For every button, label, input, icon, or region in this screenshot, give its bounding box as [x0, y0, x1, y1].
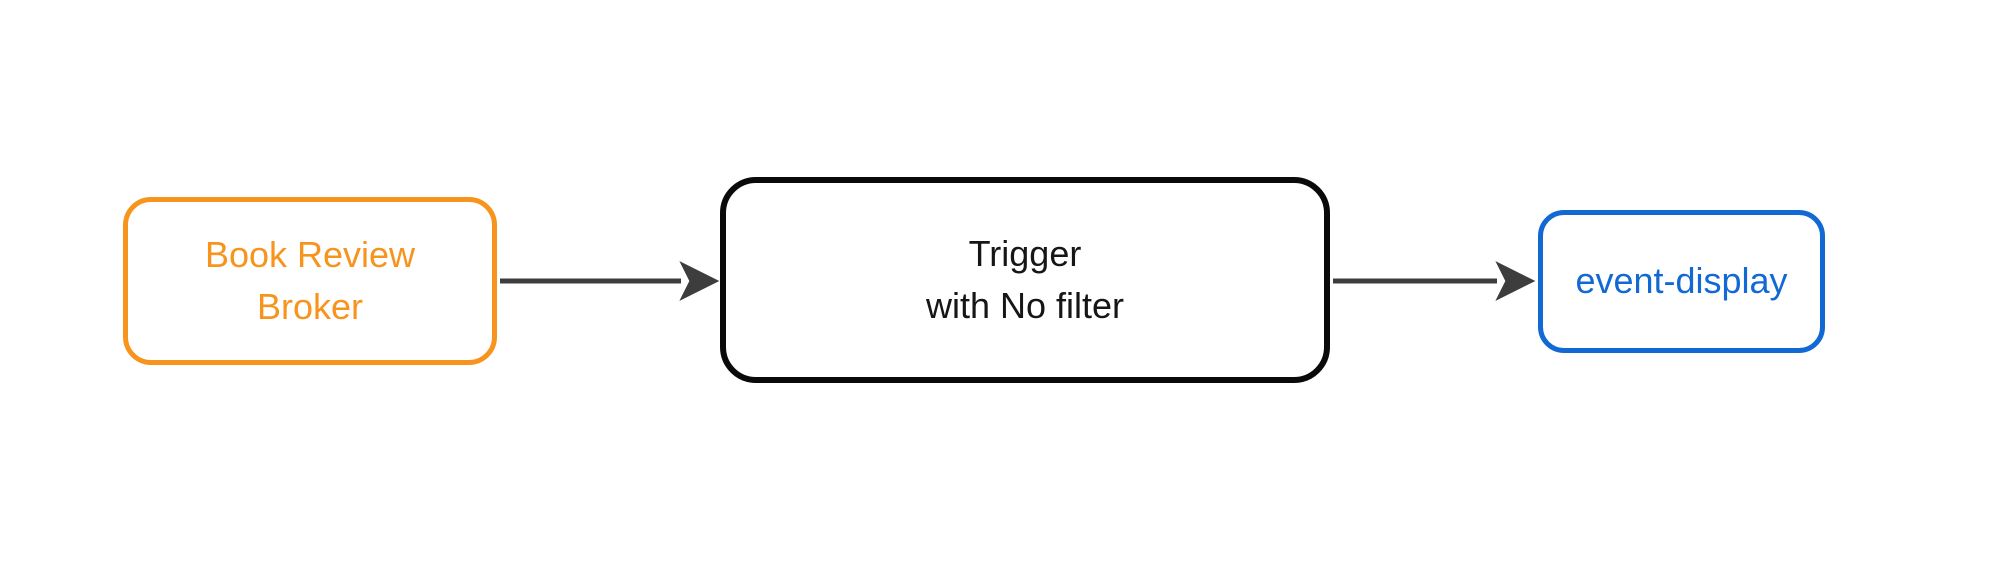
node-event-display: event-display: [1538, 210, 1825, 353]
node-label-line: with No filter: [925, 285, 1125, 326]
node-label-line: event-display: [1575, 260, 1788, 302]
node-trigger: Trigger with No filter: [720, 177, 1330, 383]
node-label-line: Book Review: [204, 233, 416, 275]
node-label-line: Broker: [256, 286, 364, 327]
node-book-review-broker: Book Review Broker: [123, 197, 497, 365]
node-label-line: Trigger: [968, 232, 1082, 274]
